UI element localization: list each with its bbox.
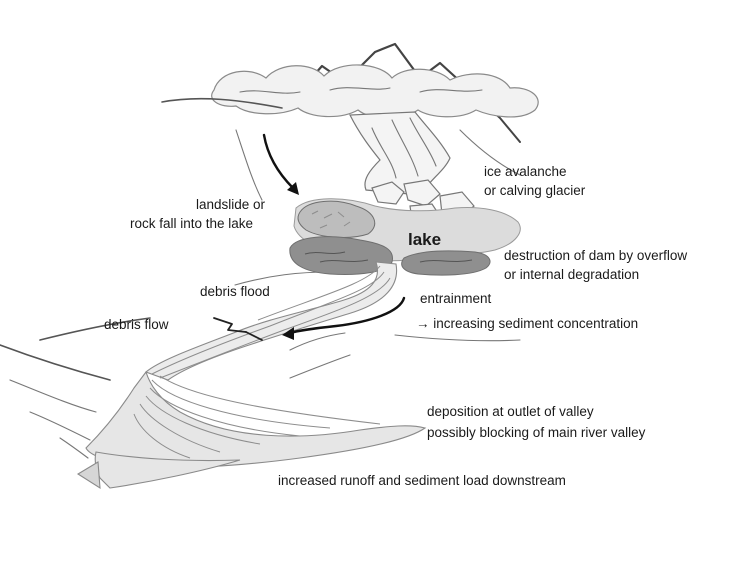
lake-label: lake: [408, 230, 441, 249]
glacier: [349, 111, 451, 196]
ice-avalanche-label-line1: ice avalanche: [484, 164, 567, 179]
moraine-dam: [289, 236, 491, 276]
entrainment-label-line1: entrainment: [420, 291, 492, 306]
debris-markers: [213, 317, 263, 341]
landslide-debris: [297, 200, 376, 238]
debris-flood-label: debris flood: [200, 284, 270, 299]
debris-flow-label: debris flow: [104, 317, 169, 332]
debris-flow-channel: [144, 261, 398, 381]
valley-slopes: [161, 97, 521, 379]
landslide-label-line2: rock fall into the lake: [130, 216, 253, 231]
ice-avalanche-label-line2: or calving glacier: [484, 183, 586, 198]
main-river: [76, 451, 241, 490]
deposition-label-line2: possibly blocking of main river valley: [427, 425, 646, 440]
left-valley-side: [0, 317, 151, 459]
deposition-fan: [85, 370, 427, 469]
downstream-label: increased runoff and sediment load downs…: [278, 473, 566, 488]
dam-label-line1: destruction of dam by overflow: [504, 248, 687, 263]
entrainment-arrow: [282, 296, 406, 340]
deposition-label-line1: deposition at outlet of valley: [427, 404, 594, 419]
landslide-arrow: [262, 133, 299, 195]
dam-label-line2: or internal degradation: [504, 267, 639, 282]
entrainment-label-line2: → increasing sediment concentration: [416, 316, 638, 331]
landslide-label-line1: landslide or: [196, 197, 266, 212]
cloud-bank: [211, 64, 539, 119]
